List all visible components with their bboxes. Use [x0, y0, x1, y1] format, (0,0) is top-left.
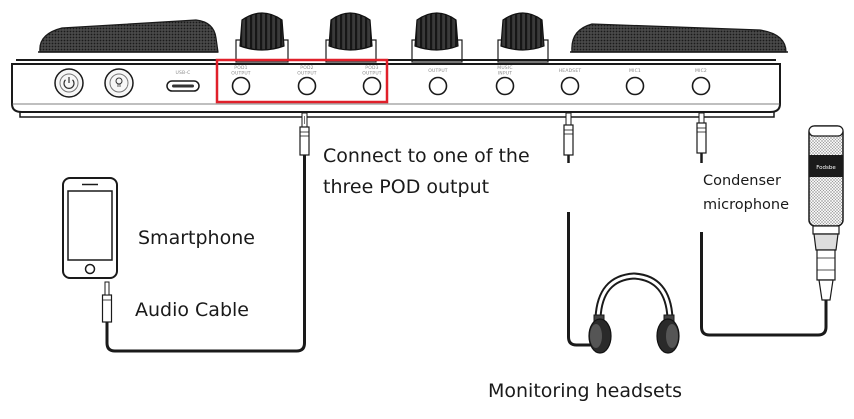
knob-1	[235, 12, 289, 63]
port-label-line-1: POD1	[234, 65, 247, 71]
audio-cable-label: Audio Cable	[135, 299, 249, 321]
port-label-line-2: OUTPUT	[231, 71, 251, 77]
port-jack	[428, 76, 448, 96]
port-output: OUTPUT	[428, 68, 448, 96]
knob-3	[411, 12, 463, 63]
knob-2	[325, 12, 377, 63]
right-speaker-grille	[570, 23, 788, 53]
port-label-line-1: MUSIC	[497, 65, 513, 71]
knob-4	[497, 12, 549, 63]
port-jack	[560, 76, 580, 96]
usb-c-label: USB-C	[175, 70, 190, 76]
monitoring-label: Monitoring headsets	[488, 380, 683, 402]
pod-instruction-line-1: Connect to one of the	[323, 145, 530, 167]
pod-output-highlight	[215, 58, 389, 104]
port-mic2: MIC2	[691, 68, 711, 96]
port-jack	[691, 76, 711, 96]
condenser-label-line-2: microphone	[703, 197, 790, 213]
power-button	[54, 68, 84, 98]
condenser-label-line-1: Condenser	[703, 173, 781, 189]
headphones-illustration	[588, 272, 680, 354]
port-jack	[297, 76, 317, 96]
microphone-cable	[696, 112, 828, 337]
port-headset: HEADSET	[559, 68, 582, 96]
lightbulb-icon	[115, 77, 123, 87]
port-jack	[231, 76, 251, 96]
port-label-line-1: MIC1	[629, 68, 641, 74]
port-jack	[362, 76, 382, 96]
port-label-line-2: OUTPUT	[297, 71, 317, 77]
port-label-line-1: POD2	[300, 65, 313, 71]
audio-mixer-body	[11, 59, 781, 118]
port-label-line-1: HEADSET	[559, 68, 582, 74]
effects-button	[104, 68, 134, 98]
headset-cable	[563, 112, 600, 347]
port-label-line-1: POD3	[365, 65, 378, 71]
port-label-line-1: OUTPUT	[428, 68, 448, 74]
mic-brand: Fodsbe	[816, 165, 836, 171]
port-jack	[625, 76, 645, 96]
usb-c-port: USB-C	[166, 70, 200, 92]
condenser-microphone-illustration: Fodsbe	[808, 125, 844, 301]
smartphone-illustration	[62, 177, 118, 279]
pod-to-phone-cable	[101, 112, 310, 353]
smartphone-label: Smartphone	[138, 227, 255, 249]
port-jack	[495, 76, 515, 96]
port-mic1: MIC1	[625, 68, 645, 96]
port-label-line-2: INPUT	[498, 71, 513, 77]
port-label-line-1: MIC2	[695, 68, 707, 74]
port-label-line-2: OUTPUT	[362, 71, 382, 77]
power-icon	[63, 77, 75, 89]
pod-instruction-line-2: three POD output	[323, 176, 490, 198]
left-speaker-grille	[38, 19, 219, 53]
